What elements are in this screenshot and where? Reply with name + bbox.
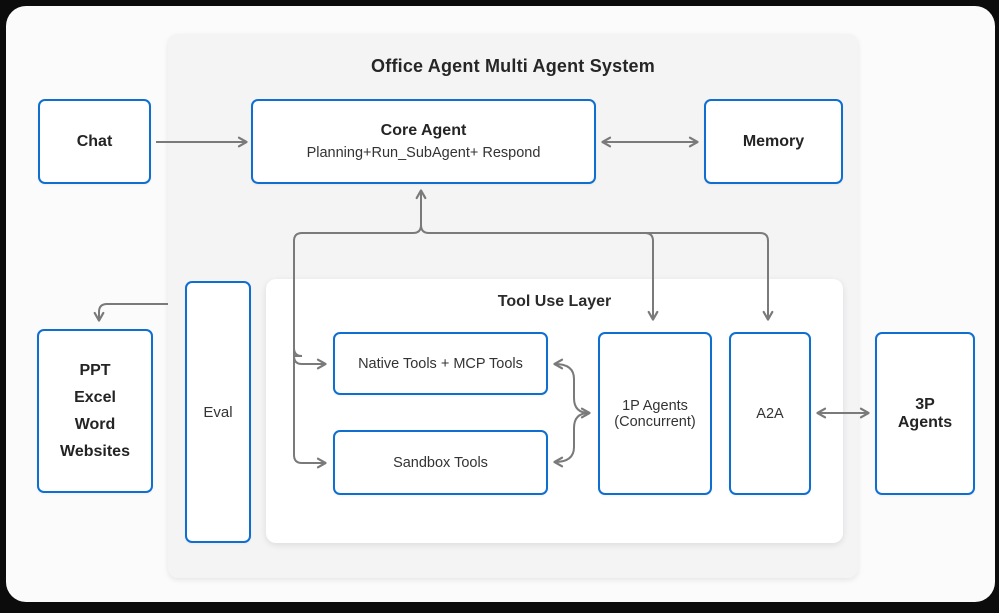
3p-agents-line1: 3P: [915, 395, 935, 413]
office-output-ppt: PPT: [79, 362, 111, 379]
3p-agents-line2: Agents: [897, 413, 953, 431]
core-agent-title: Core Agent: [380, 122, 467, 139]
node-chat: Chat: [38, 99, 151, 184]
a2a-label: A2A: [756, 405, 784, 422]
1p-agents-line2: (Concurrent): [614, 413, 696, 430]
memory-label: Memory: [742, 132, 805, 150]
node-office-outputs: PPT Excel Word Websites: [37, 329, 153, 493]
office-output-word: Word: [74, 416, 116, 433]
diagram-card: Office Agent Multi Agent System Tool Use…: [6, 6, 995, 602]
1p-agents-line1: 1P Agents: [622, 397, 688, 414]
office-output-websites: Websites: [60, 443, 130, 460]
core-agent-subtitle: Planning+Run_SubAgent+ Respond: [306, 145, 541, 161]
sandbox-tools-label: Sandbox Tools: [393, 454, 488, 471]
native-tools-label: Native Tools + MCP Tools: [358, 355, 523, 372]
chat-label: Chat: [76, 132, 113, 150]
office-output-excel: Excel: [74, 389, 116, 406]
node-1p-agents: 1P Agents (Concurrent): [598, 332, 712, 495]
node-3p-agents: 3P Agents: [875, 332, 975, 495]
node-core-agent: Core Agent Planning+Run_SubAgent+ Respon…: [251, 99, 596, 184]
node-native-tools: Native Tools + MCP Tools: [333, 332, 548, 395]
node-sandbox-tools: Sandbox Tools: [333, 430, 548, 495]
tool-use-layer-title: Tool Use Layer: [497, 293, 612, 310]
node-eval: Eval: [185, 281, 251, 543]
node-memory: Memory: [704, 99, 843, 184]
node-a2a: A2A: [729, 332, 811, 495]
system-panel-title: Office Agent Multi Agent System: [371, 56, 655, 76]
eval-label: Eval: [203, 403, 233, 421]
arrow-panel-to-office-outputs: [93, 303, 168, 322]
